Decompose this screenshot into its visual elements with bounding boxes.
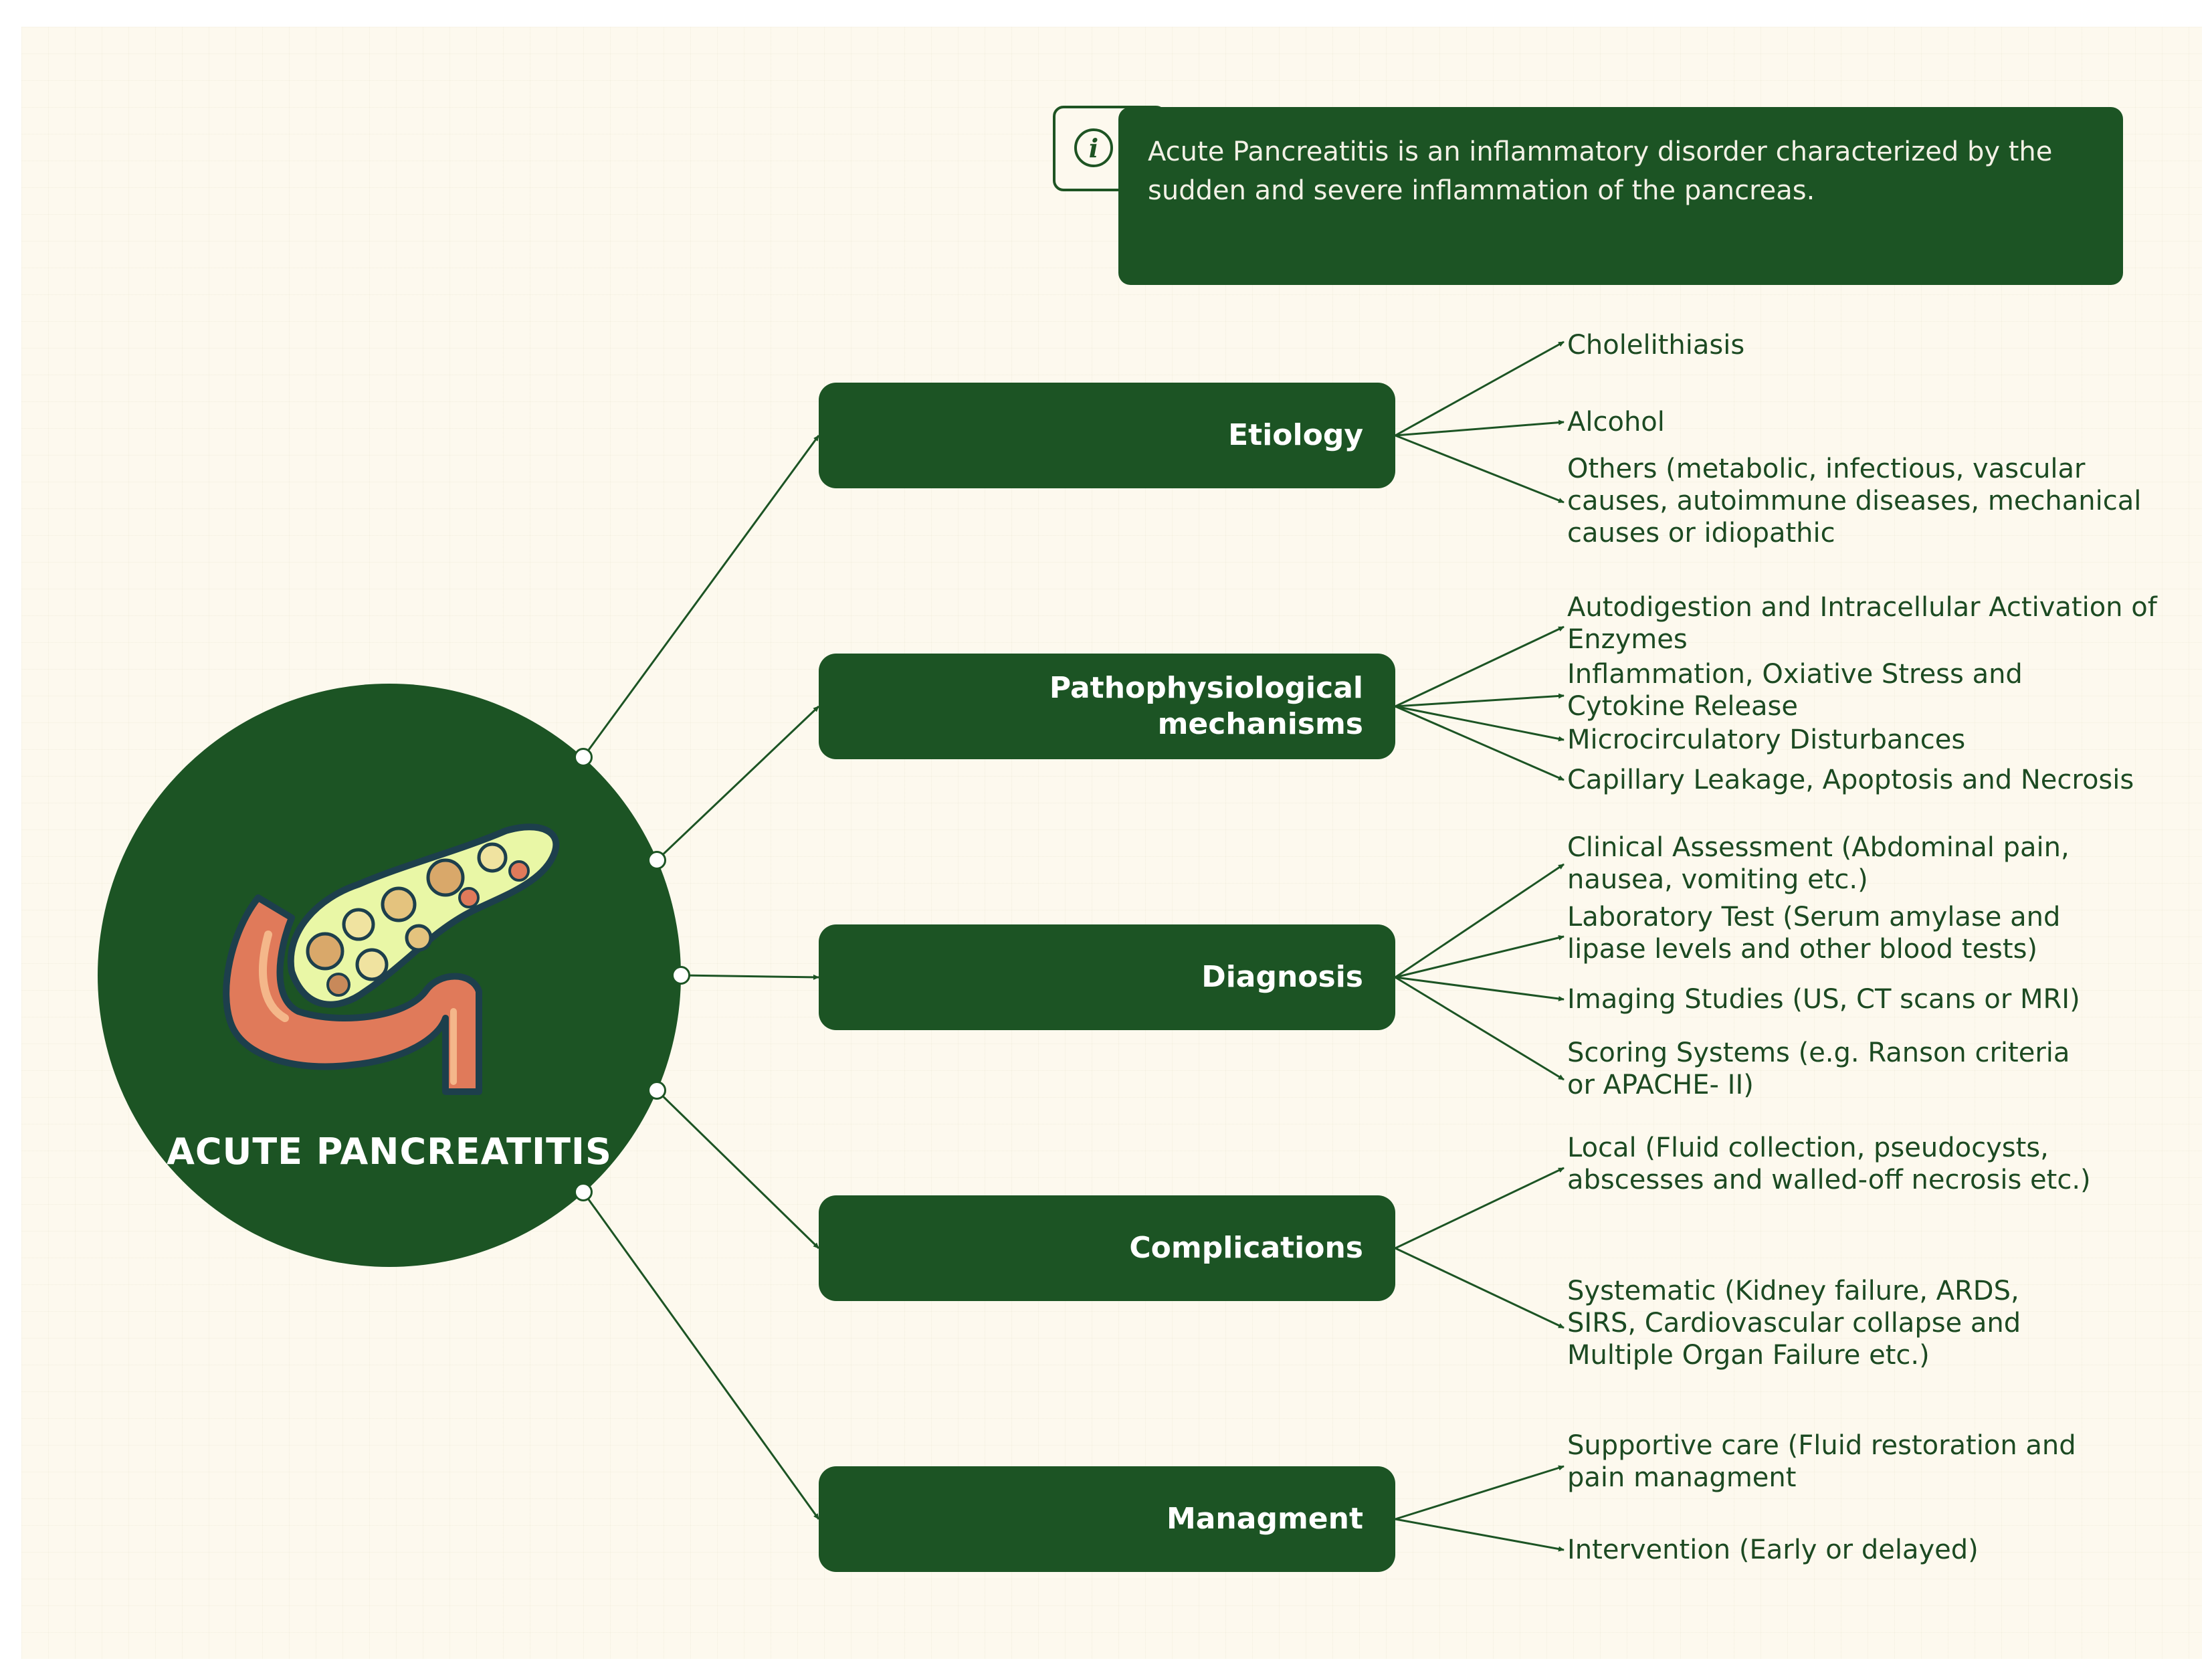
connector-port[interactable] [647,851,666,870]
branch-label: Pathophysiological mechanisms [1049,671,1363,741]
connector-port[interactable] [574,1183,593,1201]
connector-layer [582,340,1565,1552]
info-text: Acute Pancreatitis is an inflammatory di… [1148,136,2053,206]
info-callout: Acute Pancreatitis is an inflammatory di… [1118,107,2123,285]
branch-to-leaf-connector [1395,434,1565,504]
branch-to-leaf-connector [1395,693,1565,708]
connector-port[interactable] [672,966,690,985]
leaf-laboratory-test[interactable]: Laboratory Test (Serum amylase and lipas… [1567,902,2061,965]
leaf-systemic-complications[interactable]: Systematic (Kidney failure, ARDS, SIRS, … [1567,1276,2021,1371]
branch-to-leaf-connector [1395,1518,1565,1552]
central-to-branch-connector [582,1191,820,1520]
branch-to-leaf-connector [1395,1167,1565,1250]
branch-to-leaf-connector [1395,863,1565,979]
branch-etiology[interactable]: Etiology [819,383,1395,488]
branch-diagnosis[interactable]: Diagnosis [819,924,1395,1030]
branch-to-leaf-connector [1395,1465,1565,1520]
leaf-alcohol[interactable]: Alcohol [1567,407,1665,437]
branch-label: Complications [1129,1231,1363,1265]
branch-management[interactable]: Managment [819,1466,1395,1572]
leaf-other-causes[interactable]: Others (metabolic, infectious, vascular … [1567,454,2142,549]
branch-to-leaf-connector [1395,976,1565,1081]
central-to-branch-connector [680,974,819,980]
branch-to-leaf-connector [1395,976,1565,1001]
leaf-autodigestion[interactable]: Autodigestion and Intracellular Activati… [1567,592,2157,655]
branch-complications[interactable]: Complications [819,1195,1395,1301]
connector-port[interactable] [647,1081,666,1100]
central-to-branch-connector [656,1089,820,1250]
branch-to-leaf-connector [1395,340,1565,437]
branch-to-leaf-connector [1395,419,1565,437]
mindmap-canvas: i Acute Pancreatitis is an inflammatory … [21,27,2202,1659]
pancreas-illustration [223,823,560,1095]
leaf-imaging-studies[interactable]: Imaging Studies (US, CT scans or MRI) [1567,984,2080,1015]
branch-to-leaf-connector [1395,705,1565,742]
branch-to-leaf-connector [1395,934,1565,979]
branch-pathophysiology[interactable]: Pathophysiological mechanisms [819,654,1395,759]
leaf-scoring-systems[interactable]: Scoring Systems (e.g. Ranson criteria or… [1567,1038,2070,1100]
connector-port[interactable] [574,748,593,767]
leaf-microcirculatory[interactable]: Microcirculatory Disturbances [1567,724,1966,755]
branch-to-leaf-connector [1395,705,1565,781]
leaf-clinical-assessment[interactable]: Clinical Assessment (Abdominal pain, nau… [1567,832,2070,895]
central-to-branch-connector [582,435,820,758]
central-topic[interactable]: ACUTE PANCREATITIS [98,684,681,1267]
info-icon: i [1074,128,1113,167]
leaf-supportive-care[interactable]: Supportive care (Fluid restoration and p… [1567,1430,2076,1493]
leaf-local-complications[interactable]: Local (Fluid collection, pseudocysts, ab… [1567,1132,2091,1195]
branch-to-leaf-connector [1395,1247,1565,1329]
branch-label: Diagnosis [1201,960,1363,994]
leaf-capillary-leakage[interactable]: Capillary Leakage, Apoptosis and Necrosi… [1567,765,2134,795]
leaf-cholelithiasis[interactable]: Cholelithiasis [1567,330,1745,361]
central-to-branch-connector [656,705,820,862]
leaf-intervention[interactable]: Intervention (Early or delayed) [1567,1535,1979,1565]
leaf-inflammation[interactable]: Inflammation, Oxiative Stress and Cytoki… [1567,659,2023,722]
branch-to-leaf-connector [1395,625,1565,708]
central-title: ACUTE PANCREATITIS [167,1130,612,1173]
branch-label: Etiology [1228,418,1363,452]
branch-label: Managment [1166,1502,1363,1536]
